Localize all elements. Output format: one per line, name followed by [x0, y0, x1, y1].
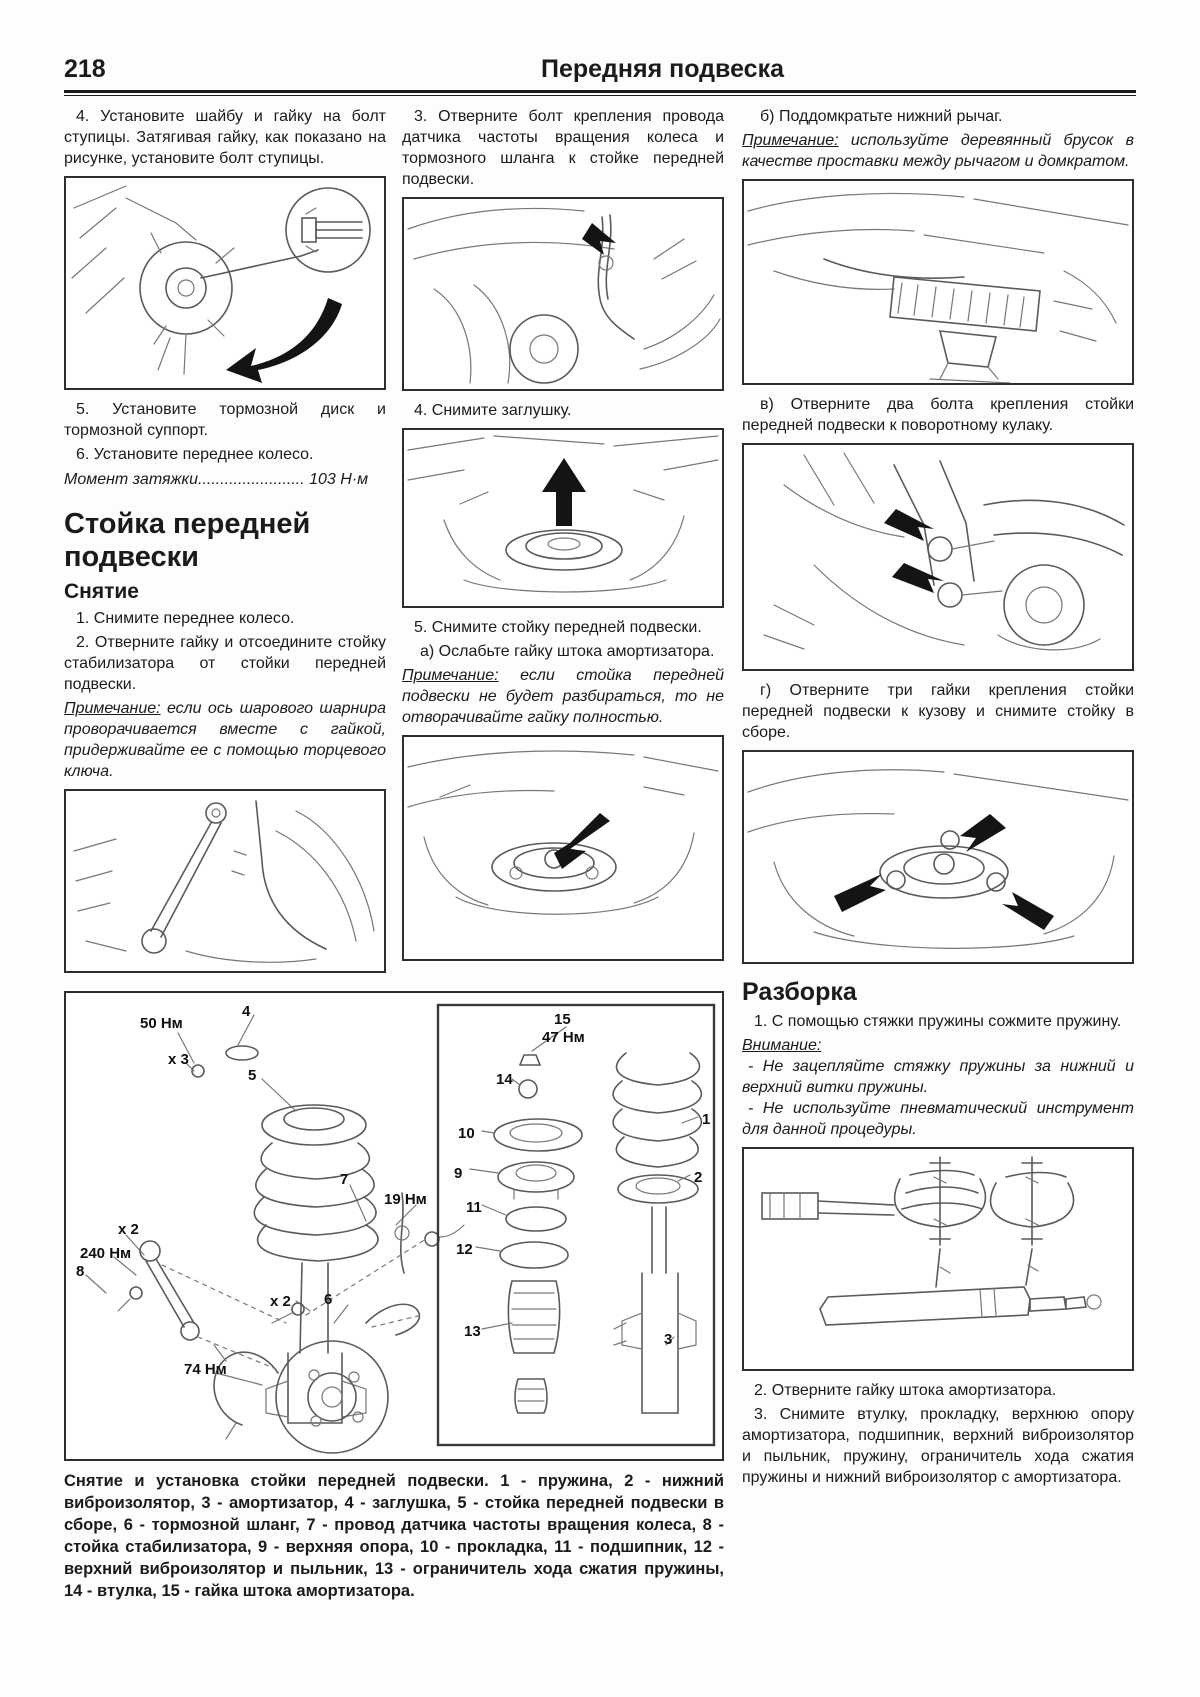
tower-nuts-illustration: [747, 769, 1129, 949]
figure-part-label: 6: [324, 1291, 333, 1308]
sensor-wire-illustration: [407, 207, 721, 384]
figure-remove-plug: [402, 428, 724, 608]
figure-part-label: 7: [340, 1171, 349, 1188]
figure-part-label: 8: [76, 1263, 85, 1280]
substep-paragraph: в) Отверните два болта крепления стойки …: [742, 396, 1134, 434]
spring-compressor-illustration: [761, 1156, 1102, 1326]
figure-part-label: 11: [466, 1199, 482, 1216]
step-paragraph: 3. Снимите втулку, прокладку, верхнюю оп…: [742, 1406, 1134, 1486]
figure-tower-nuts: [742, 750, 1134, 964]
step-paragraph: 1. Снимите переднее колесо.: [76, 610, 295, 627]
step-paragraph: 6. Установите переднее колесо.: [76, 446, 314, 463]
figure-hub-install: [64, 176, 386, 390]
figure-part-label: 50 Нм: [140, 1015, 183, 1032]
note-text: если стойка передней подвески не будет р…: [402, 667, 724, 726]
jack-illustration: [747, 192, 1129, 383]
figure-part-label: 3: [664, 1331, 673, 1348]
nut-arrow-icon: [554, 813, 610, 869]
nut-arrow-icon: [834, 874, 886, 912]
left-area: 4. Установите шайбу и гайку на болт ступ…: [64, 106, 724, 1605]
figure-stabilizer-link: [64, 789, 386, 973]
figure-caption: Снятие и установка стойки передней подве…: [64, 1472, 724, 1600]
figure-part-label: х 2: [118, 1221, 139, 1238]
header-rule: [64, 90, 1136, 96]
figure-part-label: 12: [456, 1241, 473, 1258]
note-label: Примечание:: [402, 667, 499, 684]
substep-paragraph: а) Ослабьте гайку штока амортизатора.: [420, 643, 715, 660]
figure-part-label: 47 Нм: [542, 1029, 585, 1046]
figure-part-label: 4: [242, 1003, 251, 1020]
step-paragraph: 2. Отверните гайку и отсоедините стойку …: [64, 634, 386, 693]
warning-item: - Не зацепляйте стяжку пружины за нижний…: [742, 1058, 1134, 1096]
note-text: если ось шарового шарнира проворачиваетс…: [64, 700, 386, 780]
substep-paragraph: г) Отверните три гайки крепления стойки …: [742, 682, 1134, 741]
figure-part-label: 240 Нм: [80, 1245, 132, 1262]
step-paragraph: 3. Отверните болт крепления провода датч…: [402, 108, 724, 188]
figure-spring-compressor: [742, 1147, 1134, 1371]
nut-arrow-icon: [1002, 892, 1054, 930]
substep-paragraph: б) Поддомкратьте нижний рычаг.: [760, 108, 1003, 125]
bolt-arrow-icon: [582, 223, 616, 255]
hub-illustration: [71, 185, 371, 383]
note: Примечание: используйте деревянный брусо…: [742, 130, 1134, 172]
step-paragraph: 5. Установите тормозной диск и тормозной…: [64, 401, 386, 439]
note: Примечание: если ось шарового шарнира пр…: [64, 698, 386, 782]
figure-part-label: 9: [454, 1165, 463, 1182]
step-paragraph: 4. Снимите заглушку.: [414, 402, 572, 419]
subsection-title: Снятие: [64, 580, 139, 603]
rotate-arrow-icon: [226, 298, 342, 383]
figure-sensor-wire: [402, 197, 724, 391]
figure-part-label: 19 Нм: [384, 1191, 427, 1208]
knuckle-bolts-illustration: [763, 452, 1125, 651]
figure-part-label: 1: [702, 1111, 711, 1128]
column-1: 4. Установите шайбу и гайку на болт ступ…: [64, 106, 386, 984]
page-number: 218: [64, 55, 106, 83]
figure-part-label: 14: [496, 1071, 513, 1088]
figure-knuckle-bolts: [742, 443, 1134, 671]
section-title: Стойка передней подвески: [64, 508, 311, 573]
warning-item: - Не используйте пневматический инструме…: [742, 1100, 1134, 1138]
warning-label-row: Внимание:: [742, 1035, 1134, 1056]
columns-1-2: 4. Установите шайбу и гайку на болт ступ…: [64, 106, 724, 984]
note: Примечание: если стойка передней подвеск…: [402, 665, 724, 728]
section-title: Разборка: [742, 978, 857, 1006]
step-paragraph: 4. Установите шайбу и гайку на болт ступ…: [64, 108, 386, 167]
figure-part-label: 13: [464, 1323, 481, 1340]
step-paragraph: 1. С помощью стяжки пружины сожмите пруж…: [754, 1013, 1122, 1030]
remove-plug-illustration: [407, 435, 719, 593]
figure-part-label: x 3: [168, 1051, 189, 1068]
nut-arrow-icon: [960, 814, 1006, 852]
figure-part-label: х 2: [270, 1293, 291, 1310]
warning-label: Внимание:: [742, 1037, 822, 1054]
figure-part-label: 2: [694, 1169, 703, 1186]
page-content: 4. Установите шайбу и гайку на болт ступ…: [64, 106, 1136, 1605]
figure-part-label: 74 Нм: [184, 1361, 227, 1378]
bolt-arrow-icon: [884, 509, 934, 541]
stabilizer-link-illustration: [73, 800, 375, 963]
note-label: Примечание:: [64, 700, 161, 717]
note-text: используйте деревянный брусок в качестве…: [742, 132, 1134, 170]
strut-exploded-illustration: [85, 1003, 716, 1454]
bolt-arrow-icon: [892, 563, 944, 593]
figure-part-label: 15: [554, 1011, 571, 1028]
step-paragraph: 2. Отверните гайку штока амортизатора.: [754, 1382, 1057, 1399]
column-2: 3. Отверните болт крепления провода датч…: [402, 106, 724, 984]
column-3: б) Поддомкратьте нижний рычаг. Примечани…: [742, 106, 1134, 1605]
step-paragraph: 5. Снимите стойку передней подвески.: [414, 619, 702, 636]
up-arrow-icon: [542, 458, 586, 526]
torque-spec: Момент затяжки........................ 1…: [64, 471, 369, 488]
loosen-rod-nut-illustration: [407, 750, 719, 915]
figure-part-label: 10: [458, 1125, 475, 1142]
figure-part-label: 5: [248, 1067, 257, 1084]
page-header: 218 Передняя подвеска: [64, 46, 1136, 84]
page-title: Передняя подвеска: [541, 55, 784, 83]
figure-loosen-rod-nut: [402, 735, 724, 961]
figure-jack-lower-arm: [742, 179, 1134, 385]
note-label: Примечание:: [742, 132, 839, 149]
